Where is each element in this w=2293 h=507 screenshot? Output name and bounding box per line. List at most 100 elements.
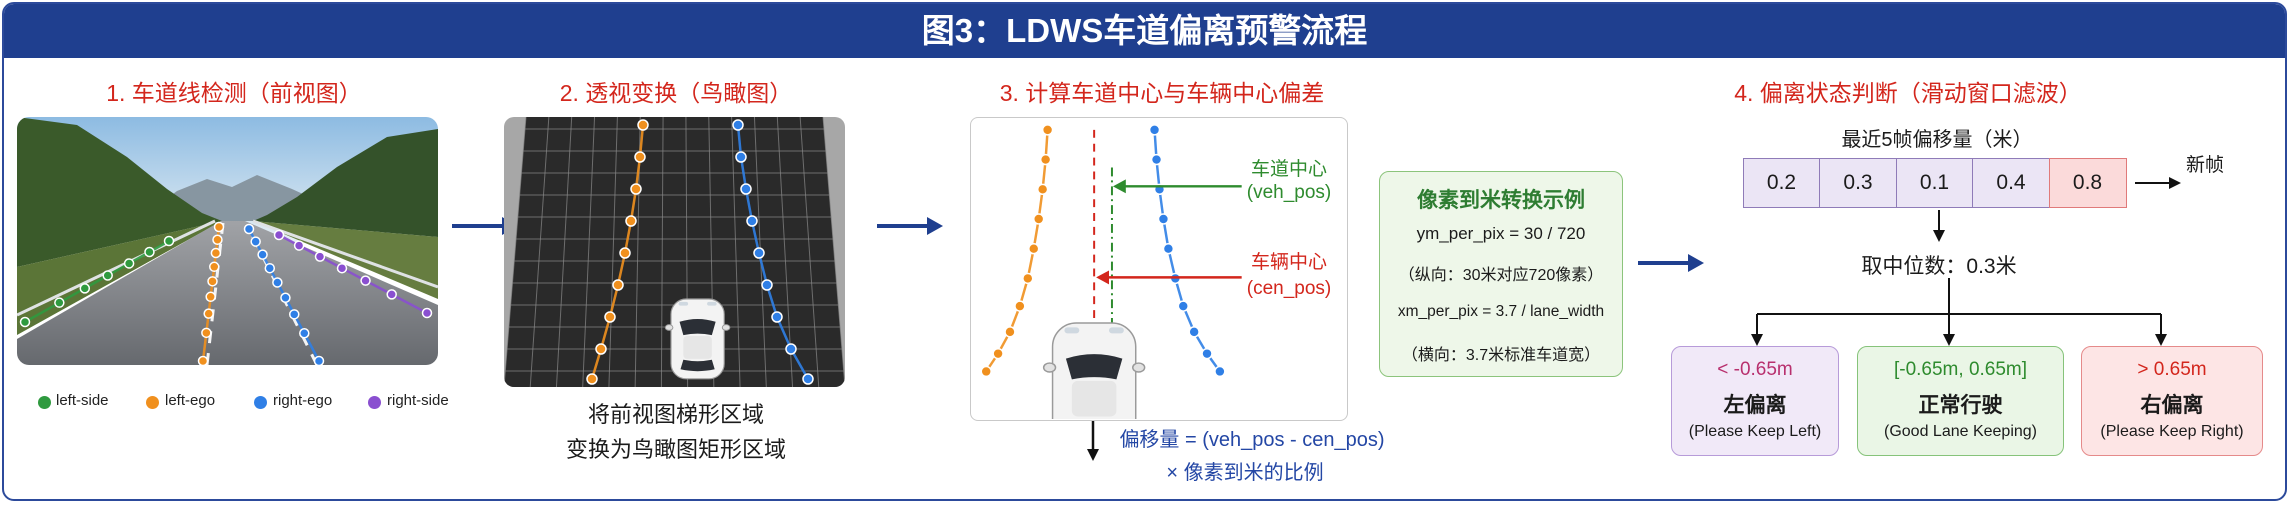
state-name: 右偏离 (2141, 389, 2204, 419)
left-side-lane-point (165, 237, 174, 246)
birds-eye-scene (504, 117, 845, 387)
vehicle-center-label: 车辆中心 (1251, 252, 1327, 274)
legend-right-side-dot (368, 396, 381, 409)
window-cell-new-frame: 0.8 (2049, 158, 2127, 208)
car (1044, 323, 1145, 419)
right-ego-lane-point (736, 152, 746, 162)
left-ego-lane-point (1041, 155, 1051, 165)
offset-diagram: 车道中心 (veh_pos) 车辆中心 (cen_pos) (970, 117, 1348, 421)
left-side-lane-point (125, 259, 134, 268)
left-ego-lane-point (1005, 327, 1015, 337)
left-ego-lane-point (202, 328, 211, 337)
car-windshield (680, 319, 716, 335)
branch-left-head (1751, 334, 1763, 346)
conversion-title: 像素到米转换示例 (1417, 184, 1585, 214)
state-right-departure: > 0.65m 右偏离 (Please Keep Right) (2081, 346, 2263, 456)
left-ego-lane-point (635, 152, 645, 162)
new-frame-arrow (2135, 173, 2181, 193)
legend-right-ego-dot (254, 396, 267, 409)
state-range: < -0.65m (1717, 359, 1793, 381)
right-side-lane-point (387, 290, 396, 299)
left-ego-lane-point (613, 280, 623, 290)
right-ego-lane-point (741, 184, 751, 194)
car-mirror (665, 325, 673, 331)
pixel-to-meter-box: 像素到米转换示例 ym_per_pix = 30 / 720 （纵向：30米对应… (1379, 171, 1623, 377)
right-side-lane-point (295, 241, 304, 250)
left-ego-lane-point (1015, 301, 1025, 311)
left-ego-lane-point (587, 374, 597, 384)
right-ego-lane-point (245, 225, 254, 234)
left-ego-lane-point (211, 249, 220, 258)
car-headlight (679, 302, 689, 306)
left-ego-lane-point (981, 367, 991, 377)
step-1-heading: 1. 车道线检测（前视图） (106, 74, 362, 108)
left-ego-lane-point (620, 248, 630, 258)
car-roof (1072, 381, 1117, 417)
left-ego-lane-point (596, 344, 606, 354)
ym-per-pix-note: （纵向：30米对应720像素） (1399, 261, 1604, 285)
window-cell: 0.4 (1972, 158, 2050, 208)
state-range: > 0.65m (2137, 359, 2206, 381)
right-ego-lane-point (258, 250, 267, 259)
left-ego-lane-point (1038, 184, 1048, 194)
down-arrow-head (1087, 449, 1099, 461)
right-ego-lane-point (754, 248, 764, 258)
right-ego-lane-point (803, 374, 813, 384)
state-normal: [-0.65m, 0.65m] 正常行驶 (Good Lane Keeping) (1857, 346, 2064, 456)
window-cell: 0.2 (1743, 158, 1821, 208)
right-ego-lane-point (1215, 367, 1225, 377)
car-headlight (707, 302, 717, 306)
ym-per-pix-formula: ym_per_pix = 30 / 720 (1417, 224, 1586, 244)
left-ego-lane-point (1034, 214, 1044, 224)
right-ego-lane-point (1163, 244, 1173, 254)
front-view-scene (17, 117, 438, 365)
right-side-lane-point (315, 252, 324, 261)
right-ego-lane-point (290, 310, 299, 319)
right-ego-lane-point (1150, 125, 1160, 135)
median-arrow-head (1933, 230, 1945, 242)
legend-right-side-label: right-side (387, 392, 449, 409)
right-ego-lane-point (733, 120, 743, 130)
left-ego-lane-point (631, 184, 641, 194)
median-arrow (1931, 210, 1947, 242)
left-ego-lane-point (1043, 125, 1053, 135)
left-ego-lane-point (215, 223, 224, 232)
right-ego-lane-point (1189, 327, 1199, 337)
right-side-lane-point (361, 276, 370, 285)
decision-branches (1745, 278, 2171, 348)
car-rear-window (681, 360, 715, 371)
lane-center-label: 车道中心 (1251, 159, 1327, 181)
step-3-heading: 3. 计算车道中心与车辆中心偏差 (1000, 74, 1325, 108)
left-side-lane-point (80, 284, 89, 293)
warp-caption-line-1: 将前视图梯形区域 (588, 397, 764, 429)
right-ego-lane-point (772, 312, 782, 322)
car-mirror (1044, 363, 1056, 372)
xm-per-pix-formula: xm_per_pix = 3.7 / lane_width (1398, 303, 1604, 321)
step-4-heading: 4. 偏离状态判断（滑动窗口滤波） (1734, 74, 2082, 108)
lane-center-pointer-head (1113, 179, 1126, 193)
right-ego-lane-point (1152, 155, 1162, 165)
right-ego-lane-point (251, 237, 260, 246)
new-frame-label: 新帧 (2186, 150, 2224, 177)
left-side-lane-point (55, 298, 64, 307)
left-ego-lane-point (199, 357, 208, 366)
branch-middle-head (1943, 334, 1955, 346)
legend-left-ego-label: left-ego (165, 392, 215, 409)
window-title: 最近5帧偏移量（米） (1841, 123, 2032, 152)
left-ego-lane-point (638, 120, 648, 130)
new-frame-arrow-head (2169, 177, 2181, 189)
left-ego-lane-point (213, 235, 222, 244)
car-windshield (1066, 354, 1122, 379)
left-ego-lane-point (204, 309, 213, 318)
right-ego-lane-point (273, 278, 282, 287)
flow-arrow-head (1688, 254, 1704, 272)
state-hint: (Please Keep Right) (2100, 423, 2243, 441)
left-side-lane-point (103, 271, 112, 280)
state-name: 左偏离 (1724, 389, 1787, 419)
window-cell: 0.1 (1896, 158, 1974, 208)
title-bar: 图3：LDWS车道偏离预警流程 (4, 4, 2285, 58)
offset-formula-line-1: 偏移量 = (veh_pos - cen_pos) (1119, 423, 1384, 452)
state-name: 正常行驶 (1919, 389, 2003, 419)
birds-eye-image (504, 117, 845, 387)
right-side-lane-point (275, 231, 284, 240)
